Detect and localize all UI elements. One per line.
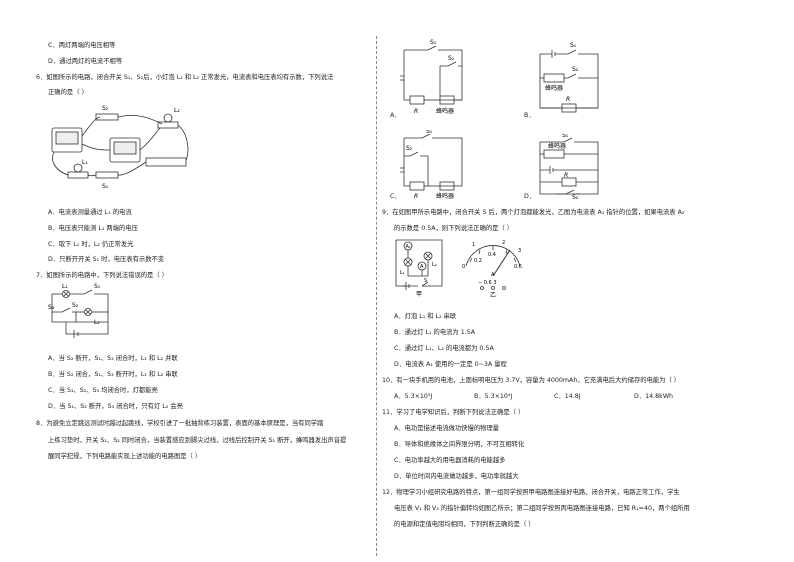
q9-option-a: A．灯泡 L₁ 和 L₂ 串联 <box>394 313 457 320</box>
q10-option-a: A．5.3×10³J <box>394 393 433 400</box>
q8-d-label-s1: S₁ <box>562 134 569 139</box>
meter-tick-3: 3 <box>518 248 521 254</box>
q11-stem: 11．学习了电学知识后，判断下列说法正确是（ ） <box>382 409 525 416</box>
q7-label-l1: L₁ <box>62 283 68 290</box>
q8-option-b-label: B． <box>524 112 535 119</box>
q9-label-jia: 甲 <box>416 291 422 298</box>
q8-c-label-s1: S₁ <box>426 130 433 135</box>
q8-option-c-circuit: S₁ S₂ R 蜂鸣器 <box>400 130 463 200</box>
q8-stem-line1: 8．为避免立定跳远测试时越过起跳线，学校引进了一批抽背练习装置，表面的基本原理是… <box>36 420 324 427</box>
q6-stem-line2: 正确的是（ ） <box>48 89 88 96</box>
q7-option-b: B．当 S₂ 闭合，S₁、S₃ 断开时，L₁ 和 L₂ 串联 <box>48 371 178 378</box>
q12-stem-line3: 的电源和定值电阻均相同，下列判断正确的是（ ） <box>394 521 535 528</box>
q7-label-s1: S₁ <box>94 283 101 290</box>
q7-label-s3: S₃ <box>48 304 55 311</box>
right-column: A． S₁ S₂ R 蜂鸣器 B． S₁ S₂ 蜂 <box>382 0 766 562</box>
q8-b-label-s2: S₂ <box>572 66 579 73</box>
q5-option-c: C．两灯两端的电压相等 <box>48 42 116 49</box>
q9-figure-jia: A₁ A L₁ L₂ S 甲 <box>395 239 443 298</box>
q8-option-d-circuit: S₁ 蜂鸣器 R S₂ <box>539 134 599 200</box>
lamp-l2-base <box>157 121 179 129</box>
q11-option-d: D．单位时间内电流做功越多，电功率就越大 <box>394 473 519 480</box>
switch-s1-base <box>95 171 119 179</box>
q8-stem-line2: 上练习垫时，开关 S₁、S₂ 同时闭合，当装置感应到脚尖过线，过线后控制开关 S… <box>48 437 347 444</box>
q7-label-l2: L₂ <box>94 319 100 326</box>
column-divider <box>376 36 377 556</box>
q9-option-b: B．通过灯 L₁ 的电流为 1.5A <box>394 329 476 336</box>
meter-tick-0.6: 0.6 <box>514 264 522 270</box>
q10-stem: 10．有一块手机用的电池，上面标明电压为 3.7V，容量为 4000mAh，它充… <box>382 377 681 384</box>
q8-option-a-circuit: S₁ S₂ R 蜂鸣器 <box>400 39 463 115</box>
q9-label-l2: L₂ <box>432 262 437 268</box>
meter-terminals: − 0.6 3 <box>478 280 497 286</box>
q6-label-s1: S₁ <box>102 183 109 190</box>
q9-label-a1: A₁ <box>406 244 411 250</box>
q9-stem-line2: 的示数是 0.5A，则下列说法正确的是（ ） <box>394 225 514 232</box>
q8-stem-line3: 醒同学犯规，下列电路能实现上述功能的电路图是（ ） <box>48 453 202 460</box>
q9-figure-yi: 0 0.2 0.4 0.6 1 2 3 A − 0.6 3 乙 <box>462 240 522 298</box>
meter-tick-0.4: 0.4 <box>488 252 496 258</box>
q8-d-label-r: R <box>564 172 568 179</box>
q8-a-label-s1: S₁ <box>430 39 437 46</box>
q8-b-label-buzzer: 蜂鸣器 <box>545 84 563 92</box>
q10-option-b: B．5.3×10⁴J <box>474 393 513 400</box>
q8-b-label-r: R <box>566 96 570 103</box>
meter-tick-1: 1 <box>472 242 475 248</box>
q6-option-d: D．只断开开关 S₁ 时，电压表有示数不变 <box>48 256 165 263</box>
q6-circuit-figure: S₂ S₁ L₂ L₁ <box>51 105 189 190</box>
q8-a-label-r: R <box>414 108 418 115</box>
q8-c-label-r: R <box>414 193 418 200</box>
q8-b-label-s1: S₁ <box>570 42 577 49</box>
q9-option-c: C．通过灯 L₁、L₂ 的电流都为 0.5A <box>394 345 494 352</box>
q6-option-b: B．电压表只能测 L₁ 两端的电压 <box>48 225 138 232</box>
q8-option-a-label: A． <box>390 112 401 119</box>
meter-arc <box>465 245 521 267</box>
q8-c-label-buzzer: 蜂鸣器 <box>436 192 454 200</box>
q12-stem-line2: 电压表 V₁ 和 V₂ 的指针偏转均如图乙所示；第二组同学按照丙电路图连接电路，… <box>394 505 690 512</box>
q9-label-s: S <box>424 278 427 284</box>
q7-option-c: C．当 S₁、S₂、S₃ 均闭合时，灯都能亮 <box>48 387 158 394</box>
ammeter-device <box>51 127 83 153</box>
q7-option-d: D．当 S₁、S₂ 断开，S₃ 闭合时，只有灯 L₂ 会亮 <box>48 403 183 410</box>
q6-option-a: A．电流表测量通过 L₁ 的电流 <box>48 209 132 216</box>
meter-tick-0.2: 0.2 <box>474 258 482 264</box>
q10-option-c: C．14.8J <box>554 393 581 400</box>
q8-a-label-s2: S₂ <box>448 55 455 62</box>
q6-label-l2: L₂ <box>174 107 180 114</box>
q6-label-s2: S₂ <box>102 105 109 112</box>
q11-option-b: B．导体和绝缘体之间界限分明，不可互相转化 <box>394 441 525 448</box>
q8-d-label-s2: S₂ <box>572 194 579 200</box>
q11-option-a: A．电功是描述电流做功快慢的物理量 <box>394 425 500 432</box>
lamp-l1-base <box>67 171 89 179</box>
q9-option-d: D．电流表 A₁ 使用的一定是 0~3A 量程 <box>394 361 507 368</box>
q7-circuit-figure: L₁ S₁ S₃ S₂ L₂ <box>48 283 109 338</box>
q9-label-l1: L₁ <box>400 270 405 276</box>
q8-option-b-circuit: S₁ S₂ 蜂鸣器 R <box>539 42 599 113</box>
q10-option-d: D．14.8kWh <box>634 393 674 400</box>
battery-box <box>145 157 187 167</box>
meter-needle <box>492 249 511 277</box>
q6-stem-line1: 6．如图所示的电路，闭合开关 S₁、S₂后，小灯泡 L₁ 和 L₂ 正常发光，电… <box>36 74 334 81</box>
q9-label-a2: A <box>420 264 424 270</box>
q8-a-label-buzzer: 蜂鸣器 <box>436 107 454 115</box>
q7-label-s2: S₂ <box>72 302 79 309</box>
q5-option-d: D．通过两灯的电流不相等 <box>48 58 123 65</box>
q11-option-c: C．电功率越大的用电器消耗的电能越多 <box>394 457 506 464</box>
meter-tick-2: 2 <box>502 240 505 246</box>
meter-tick-0: 0 <box>462 264 465 270</box>
q8-option-d-label: D． <box>524 193 536 200</box>
q8-option-c-label: C． <box>390 193 401 200</box>
q8-c-label-s2: S₂ <box>406 145 413 152</box>
q9-label-yi: 乙 <box>490 292 496 298</box>
q12-stem-line1: 12．物理学习小组研究电路的特点，第一组同学按照甲电路图连接好电路，闭合开关，电… <box>382 489 680 496</box>
q7-option-a: A．当 S₂ 断开，S₁、S₃ 闭合时，L₁ 和 L₂ 并联 <box>48 355 178 362</box>
q6-label-l1: L₁ <box>82 159 88 166</box>
q9-stem-line1: 9．在如图甲所示电路中，闭合开关 S 后，两个灯泡都能发光，乙图为电流表 A₁ … <box>382 209 685 216</box>
q7-stem: 7．如图所示的电路中，下列说法错误的是（ ） <box>36 272 168 279</box>
meter-unit-a: A <box>491 272 495 278</box>
q6-option-c: C．取下 L₁ 时，L₂ 仍正常发光 <box>48 241 134 248</box>
q8-d-label-buzzer: 蜂鸣器 <box>548 142 566 150</box>
left-column: C．两灯两端的电压相等 D．通过两灯的电流不相等 6．如图所示的电路，闭合开关 … <box>36 0 370 562</box>
